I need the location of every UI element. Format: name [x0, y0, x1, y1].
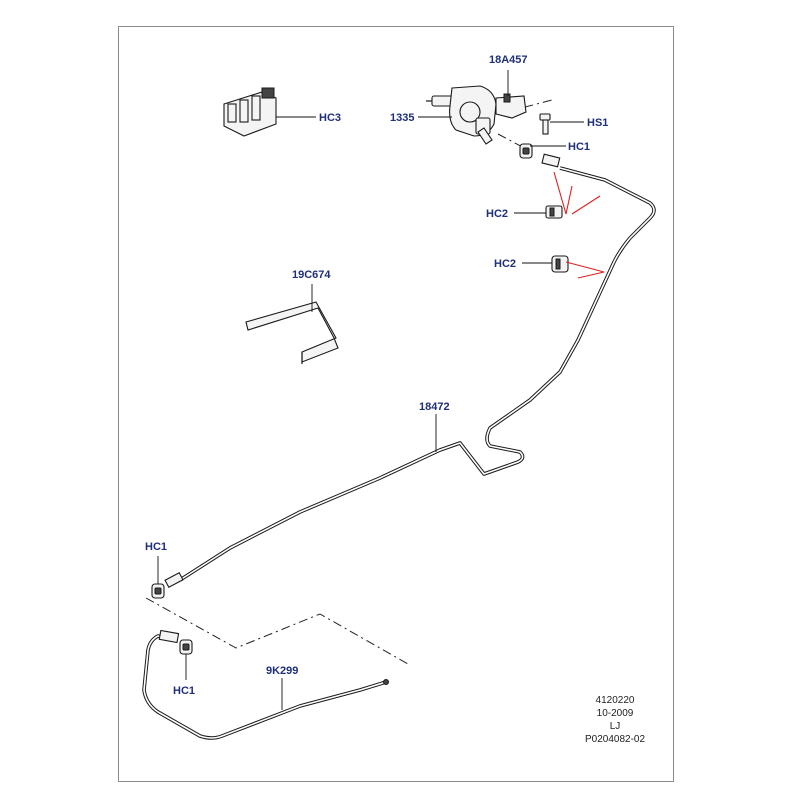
assembly-dash-line-top-2	[497, 133, 529, 151]
bracket-19c674	[245, 301, 339, 364]
label-hc1-top: HC1	[568, 141, 590, 153]
label-18a457: 18A457	[489, 54, 528, 66]
clip-hc3	[223, 87, 277, 137]
label-hc1-left: HC1	[145, 541, 167, 553]
clip-hc2-b	[551, 255, 569, 273]
assembly-dash-line	[145, 597, 409, 665]
label-hs1: HS1	[587, 117, 608, 129]
diagram-frame	[118, 26, 674, 782]
brake-pipe-18472	[164, 153, 656, 589]
master-cylinder-1335	[426, 85, 497, 145]
clip-hc1-left	[151, 583, 165, 599]
reference-code: LJ	[609, 721, 621, 732]
bolt-hs1	[539, 113, 551, 135]
clip-hc2-a	[545, 205, 563, 219]
label-hc2-b: HC2	[494, 258, 516, 270]
clip-hc1-bottom	[179, 639, 193, 655]
brake-pipe-9k299	[142, 629, 389, 740]
reference-date: 10-2009	[596, 708, 634, 719]
label-19c674: 19C674	[292, 269, 331, 281]
clip-hc1-top	[519, 143, 533, 159]
clip-location-markers	[553, 171, 605, 279]
reference-number: 4120220	[595, 695, 635, 706]
label-hc2-a: HC2	[486, 208, 508, 220]
label-1335: 1335	[390, 112, 414, 124]
label-18472: 18472	[419, 401, 450, 413]
label-hc1-bottom: HC1	[173, 685, 195, 697]
bracket-18a457	[495, 93, 527, 119]
label-hc3: HC3	[319, 112, 341, 124]
label-9k299: 9K299	[266, 665, 298, 677]
leader-lines	[157, 70, 584, 710]
reference-drawing-id: P0204082-02	[584, 734, 646, 745]
